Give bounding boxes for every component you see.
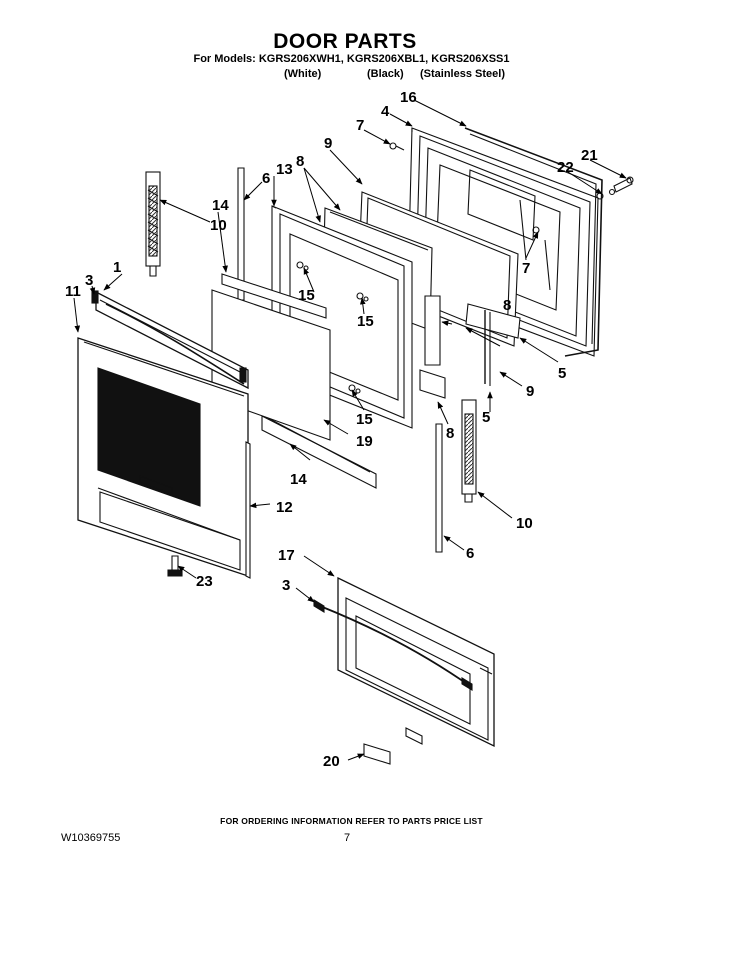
model-color-stainless: (Stainless Steel): [420, 68, 505, 80]
callout-8: 8: [503, 297, 511, 314]
callout-9: 9: [324, 135, 332, 152]
callout-1: 1: [113, 259, 121, 276]
side-trim-part-14: [221, 273, 377, 489]
page-number: 7: [344, 832, 351, 844]
leader-lines: [73, 99, 627, 761]
door-hinge-part-10-left: [145, 171, 161, 277]
door-handle-part-1: [95, 290, 249, 390]
door-trim-part-12: [97, 441, 251, 579]
callout-16: 16: [400, 89, 417, 106]
callout-12: 12: [276, 499, 293, 516]
callout-7: 7: [522, 260, 530, 277]
door-gasket-part-5: [464, 127, 603, 357]
callout-6: 6: [466, 545, 474, 562]
washer-part-22: [596, 188, 616, 200]
screw-part-23: [167, 555, 183, 577]
page-title: DOOR PARTS: [273, 30, 417, 53]
callout-10: 10: [516, 515, 533, 532]
callout-labels: 1 3 11 10 6 14 13 8 9 7 4 16 21 22 7 8 5…: [65, 89, 598, 770]
model-list: For Models: KGRS206XWH1, KGRS206XBL1, KG…: [193, 53, 510, 65]
callout-15: 15: [357, 313, 374, 330]
callout-15: 15: [298, 287, 315, 304]
callout-3: 3: [282, 577, 290, 594]
callout-6: 6: [262, 170, 270, 187]
callout-14: 14: [290, 471, 307, 488]
callout-10: 10: [210, 217, 227, 234]
outer-door-panel-part-11: [77, 337, 249, 577]
callout-11: 11: [65, 283, 81, 300]
model-color-black: (Black): [367, 68, 404, 80]
badge-part-20: [363, 743, 391, 765]
door-assembly-part-17: [313, 576, 495, 748]
callout-8: 8: [296, 153, 304, 170]
callout-15: 15: [356, 411, 373, 428]
glass-panel-part-8-lower: [419, 369, 446, 399]
callout-5: 5: [558, 365, 566, 382]
callout-9: 9: [526, 383, 534, 400]
document-number: W10369755: [61, 832, 121, 844]
callout-17: 17: [278, 547, 295, 564]
model-color-white: (White): [284, 68, 322, 80]
callout-4: 4: [381, 103, 390, 120]
callout-8: 8: [446, 425, 454, 442]
callout-21: 21: [581, 147, 598, 164]
hinge-channel-part-6: [237, 167, 443, 553]
callout-5: 5: [482, 409, 490, 426]
callout-14: 14: [212, 197, 229, 214]
door-hinge-part-10-right: [461, 399, 477, 503]
screw-part-21: [613, 176, 634, 193]
callout-13: 13: [276, 161, 293, 178]
callout-7: 7: [356, 117, 364, 134]
callout-22: 22: [557, 159, 574, 176]
callout-19: 19: [356, 433, 373, 450]
ordering-info-note: FOR ORDERING INFORMATION REFER TO PARTS …: [220, 816, 483, 826]
callout-23: 23: [196, 573, 213, 590]
callout-20: 20: [323, 753, 340, 770]
callout-3: 3: [85, 272, 93, 289]
